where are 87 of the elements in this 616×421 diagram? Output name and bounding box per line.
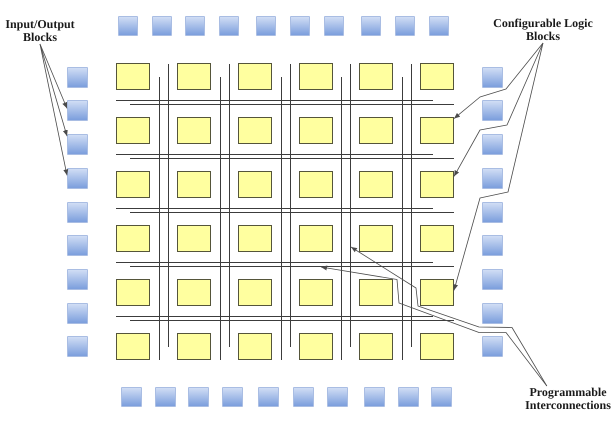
io-block	[364, 387, 385, 407]
logic-block	[116, 333, 150, 360]
io-block	[327, 387, 348, 407]
logic-block	[420, 171, 454, 198]
io-block	[67, 336, 88, 357]
io-block	[118, 16, 138, 36]
io-block	[155, 387, 176, 407]
logic-block	[238, 225, 272, 252]
io-block	[67, 303, 88, 324]
logic-block	[116, 63, 150, 90]
io-block	[67, 100, 88, 121]
io-block	[152, 16, 172, 36]
logic-block	[238, 333, 272, 360]
logic-block	[299, 279, 333, 306]
logic-block	[420, 279, 454, 306]
logic-block	[177, 171, 211, 198]
logic-block	[238, 117, 272, 144]
logic-block	[177, 225, 211, 252]
logic-block	[238, 279, 272, 306]
interconnect-wire	[350, 64, 351, 347]
logic-block	[420, 225, 454, 252]
logic-block	[177, 63, 211, 90]
io-block	[482, 269, 503, 290]
io-block	[398, 387, 419, 407]
arrow	[40, 44, 68, 176]
logic-block	[359, 225, 393, 252]
logic-block	[177, 117, 211, 144]
logic-block	[116, 279, 150, 306]
interconnect-wire	[130, 266, 454, 267]
io-block	[67, 168, 88, 189]
io-block	[185, 16, 205, 36]
io-block	[67, 269, 88, 290]
io-block	[219, 16, 239, 36]
logic-block	[359, 279, 393, 306]
io-block	[290, 16, 310, 36]
callout-label: Configurable Logic Blocks	[486, 17, 600, 43]
io-block	[429, 16, 449, 36]
arrow	[454, 42, 544, 120]
logic-block	[116, 225, 150, 252]
io-block	[67, 235, 88, 256]
arrow	[453, 42, 544, 291]
logic-block	[420, 63, 454, 90]
io-block	[67, 202, 88, 223]
logic-block	[177, 279, 211, 306]
io-block	[324, 16, 344, 36]
io-block	[293, 387, 314, 407]
io-block	[256, 16, 276, 36]
io-block	[482, 134, 503, 155]
logic-block	[177, 333, 211, 360]
logic-block	[299, 333, 333, 360]
io-block	[482, 202, 503, 223]
logic-block	[238, 171, 272, 198]
arrow	[320, 266, 548, 386]
io-block	[482, 100, 503, 121]
arrow	[40, 44, 68, 109]
io-block	[258, 387, 279, 407]
logic-block	[299, 171, 333, 198]
io-block	[482, 336, 503, 357]
io-block	[67, 134, 88, 155]
arrow	[40, 44, 68, 136]
logic-block	[359, 333, 393, 360]
logic-block	[238, 63, 272, 90]
io-block	[222, 387, 243, 407]
io-block	[482, 235, 503, 256]
logic-block	[299, 225, 333, 252]
io-block	[482, 67, 503, 88]
arrow	[454, 42, 544, 177]
logic-block	[359, 63, 393, 90]
io-block	[361, 16, 381, 36]
io-block	[482, 168, 503, 189]
logic-block	[299, 117, 333, 144]
logic-block	[299, 63, 333, 90]
io-block	[67, 67, 88, 88]
io-block	[121, 387, 142, 407]
logic-block	[420, 117, 454, 144]
io-block	[482, 303, 503, 324]
logic-block	[359, 171, 393, 198]
callout-label: Input/Output Blocks	[0, 18, 80, 44]
callout-label: Programmable Interconnections	[522, 386, 614, 412]
io-block	[188, 387, 209, 407]
logic-block	[116, 171, 150, 198]
logic-block	[420, 333, 454, 360]
logic-block	[116, 117, 150, 144]
logic-block	[359, 117, 393, 144]
arrow	[350, 246, 548, 386]
io-block	[431, 387, 452, 407]
io-block	[395, 16, 415, 36]
